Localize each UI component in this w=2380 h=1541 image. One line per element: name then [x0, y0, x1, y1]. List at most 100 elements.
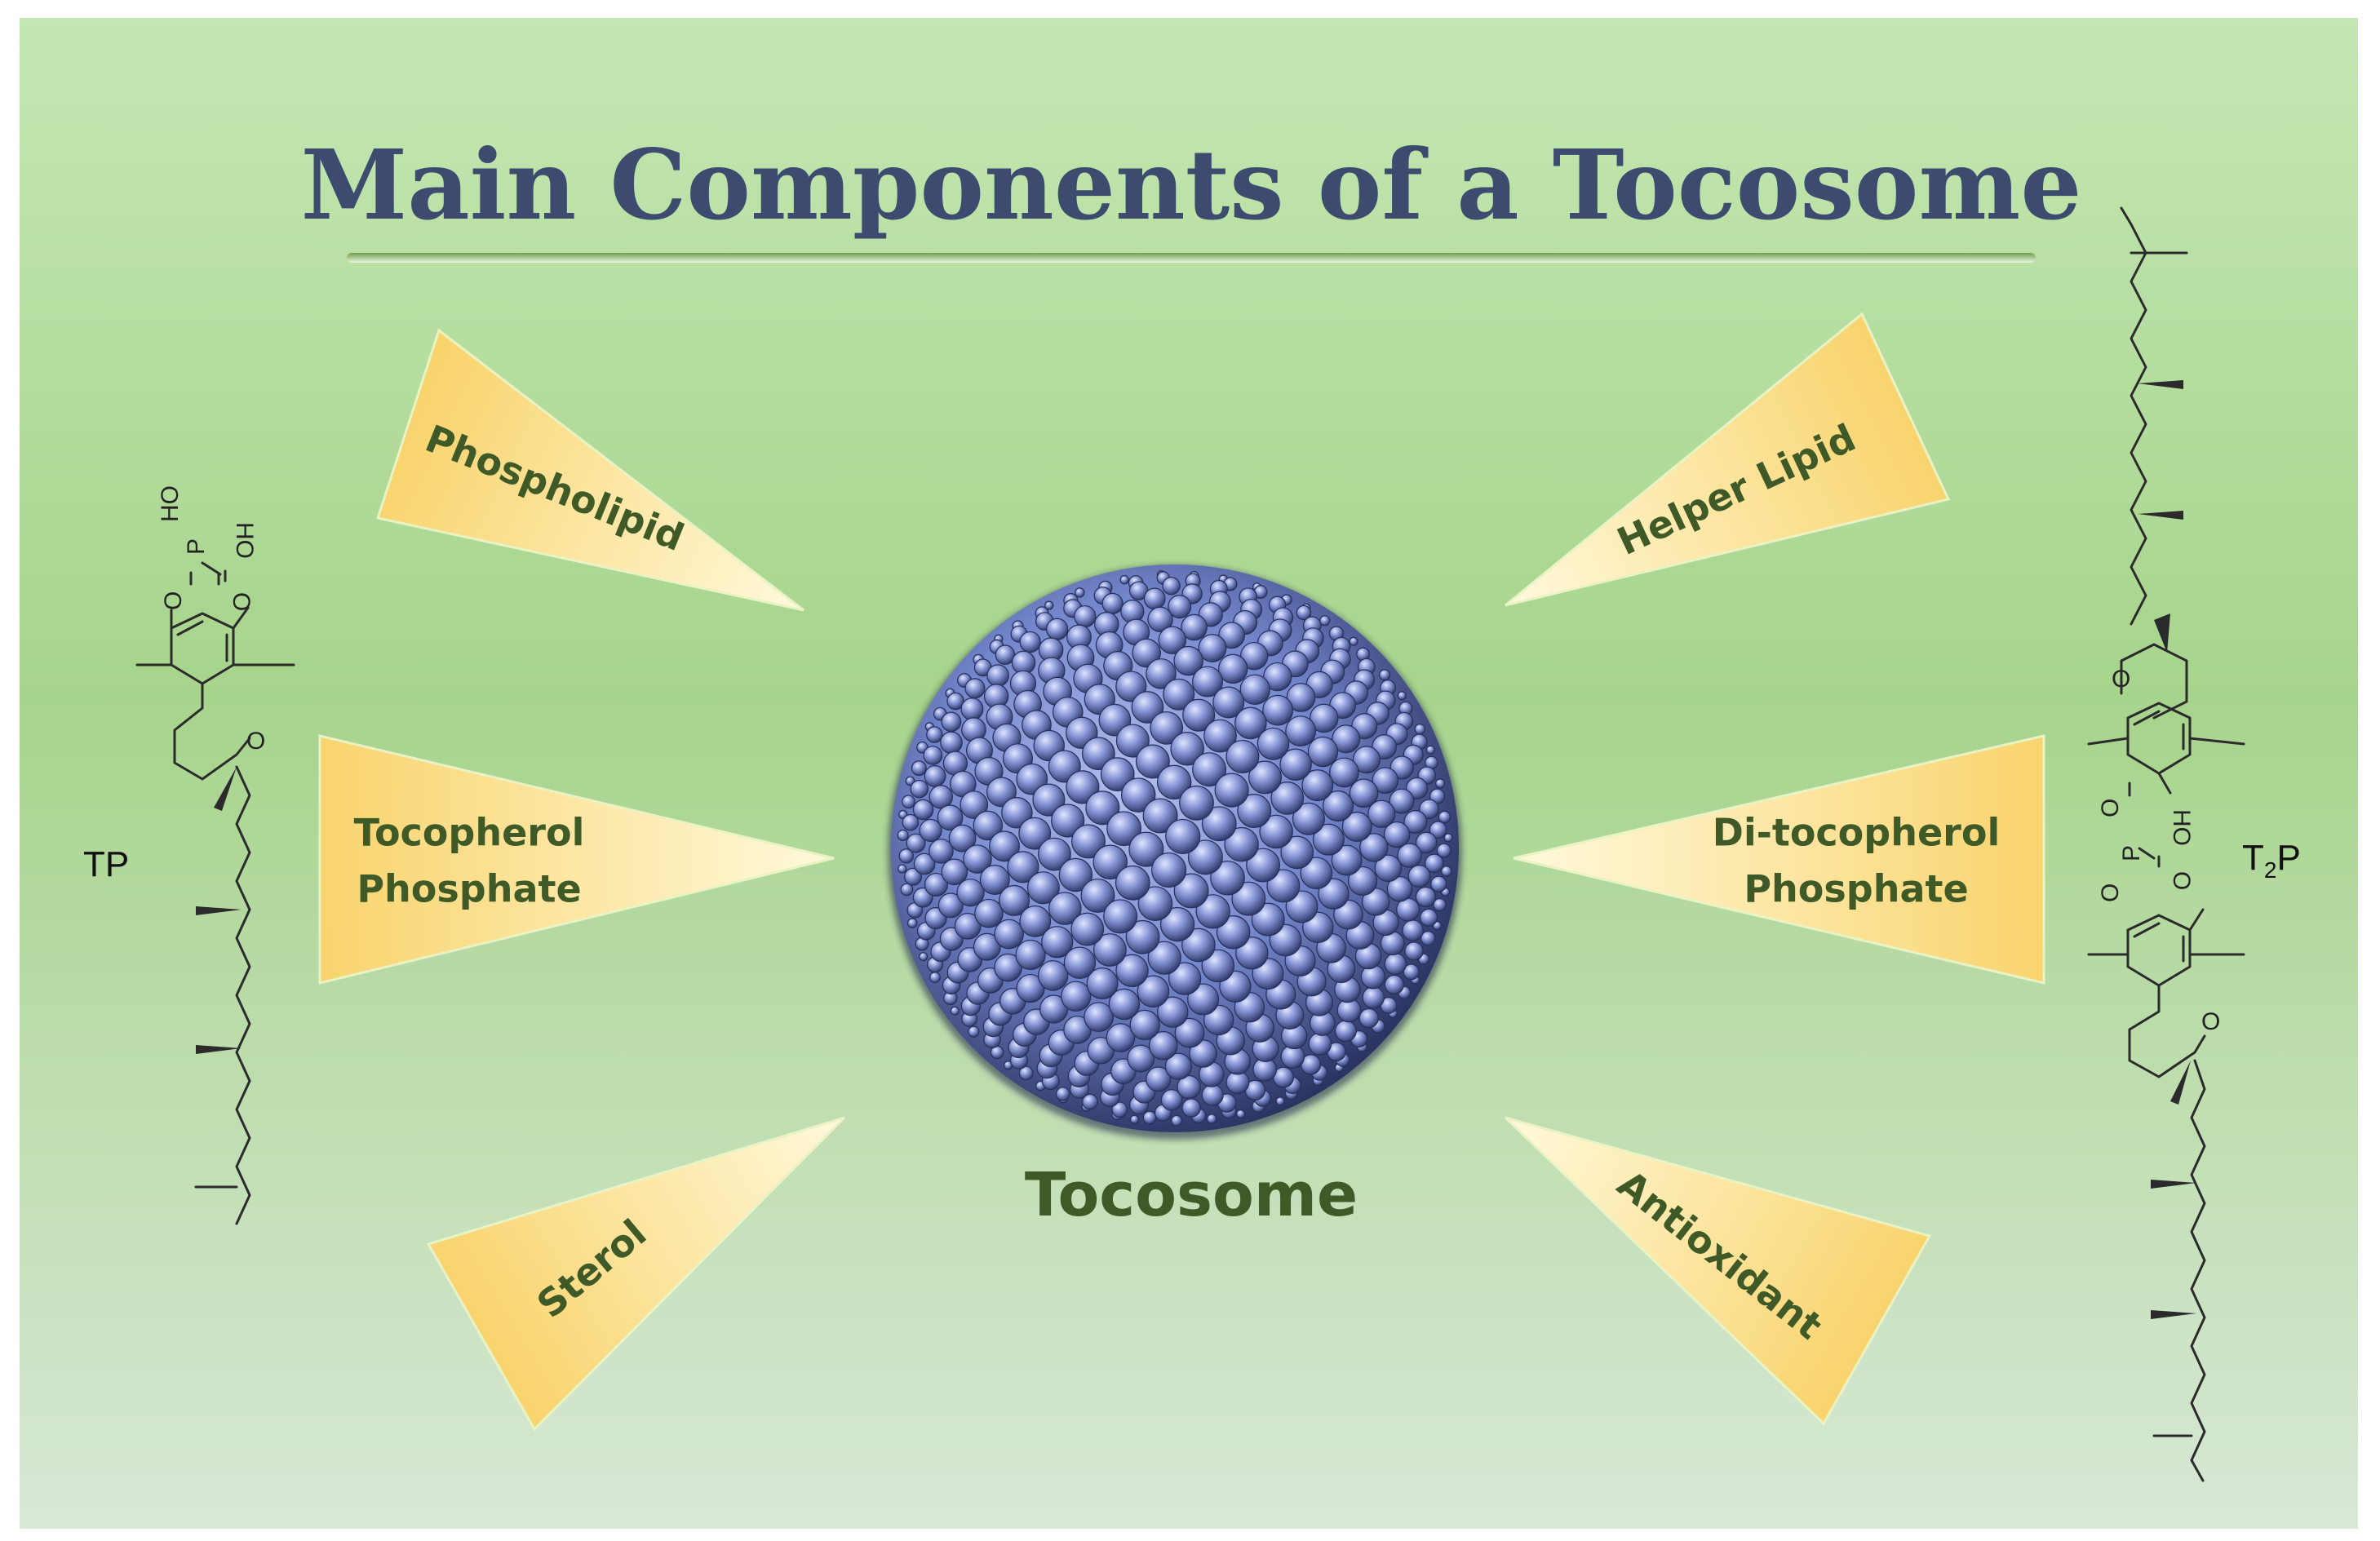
sphere-bead	[1240, 641, 1269, 671]
sphere-bead	[1433, 897, 1447, 912]
sphere-bead	[1019, 631, 1041, 653]
sphere-bead	[1300, 857, 1333, 890]
sphere-bead	[1037, 960, 1069, 991]
sphere-bead	[1420, 908, 1438, 927]
sphere-bead	[937, 892, 964, 919]
sphere-bead	[1403, 963, 1420, 981]
sphere-bead	[1214, 773, 1249, 808]
sphere-bead	[1216, 915, 1251, 950]
sphere-bead	[1275, 1096, 1285, 1106]
sphere-bead	[1146, 1066, 1172, 1092]
sphere-bead	[937, 804, 964, 831]
t2p-label: T2P	[2242, 838, 2301, 883]
sphere-bead	[941, 858, 968, 886]
sphere-bead	[898, 848, 914, 864]
sphere-bead	[1092, 844, 1128, 880]
sphere-bead	[1224, 826, 1259, 862]
sphere-bead	[1106, 811, 1141, 847]
sphere-bead	[1329, 757, 1359, 788]
sphere-bead	[1397, 691, 1407, 701]
sphere-bead	[1210, 860, 1245, 896]
sphere-bead	[1225, 739, 1260, 774]
sphere-bead	[1179, 785, 1214, 821]
sphere-bead	[1415, 886, 1437, 908]
wedge-di-tocopherol-phosphate	[1513, 734, 2045, 985]
sphere-bead	[1056, 1087, 1070, 1101]
sphere-bead	[1170, 732, 1204, 766]
sphere-bead	[919, 818, 942, 843]
sphere-bead	[1165, 818, 1201, 855]
sphere-bead	[1032, 783, 1066, 817]
sphere-bead	[1026, 871, 1060, 905]
sphere-bead	[1151, 852, 1187, 888]
atom-hydroxyl-right: HO	[2168, 809, 2195, 846]
sphere-bead	[1132, 638, 1161, 668]
sphere-bead	[1131, 691, 1164, 724]
sphere-bead	[1174, 1017, 1205, 1048]
sphere-bead	[1189, 1039, 1217, 1068]
sphere-bead	[1156, 764, 1192, 800]
sphere-bead	[1407, 865, 1431, 888]
sphere-bead	[1212, 686, 1245, 719]
sphere-bead	[1181, 928, 1216, 963]
wedge-antioxidant	[1504, 1116, 1932, 1426]
sphere-bead	[1266, 869, 1301, 903]
sphere-bead	[1001, 797, 1033, 829]
sphere-bead	[1286, 683, 1316, 712]
sphere-bead	[1397, 843, 1422, 868]
sphere-bead	[964, 678, 986, 699]
sphere-bead	[1436, 843, 1451, 858]
sphere-bead	[1419, 799, 1439, 820]
sphere-bead	[1352, 746, 1381, 774]
sphere-bead	[1164, 1052, 1192, 1080]
sphere-bead	[999, 884, 1030, 916]
sphere-bead	[1016, 973, 1045, 1003]
sphere-bead	[1075, 587, 1085, 598]
sphere-bead	[1367, 799, 1396, 828]
sphere-bead	[1127, 1044, 1155, 1073]
sphere-bead	[1372, 767, 1399, 794]
sphere-bead	[994, 953, 1022, 982]
sphere-bead	[1115, 954, 1149, 988]
sphere-bead	[960, 790, 989, 819]
sphere-bead	[913, 852, 936, 875]
sphere-bead	[1246, 848, 1281, 883]
sphere-bead	[1429, 821, 1447, 839]
sphere-bead	[989, 830, 1020, 862]
sphere-bead	[902, 813, 920, 831]
sphere-bead	[1041, 926, 1074, 959]
sphere-bead	[946, 692, 964, 711]
sphere-bead	[1146, 658, 1177, 689]
sphere-bead	[1108, 988, 1141, 1021]
sphere-bead	[1309, 703, 1339, 733]
sphere-bead	[1441, 866, 1452, 877]
sphere-bead	[1080, 878, 1115, 913]
sphere-bead	[1137, 975, 1170, 1008]
sphere-bead	[1362, 986, 1385, 1009]
sphere-bead	[1420, 931, 1436, 946]
sphere-bead	[1173, 873, 1209, 909]
sphere-bead	[1015, 939, 1046, 971]
sphere-bead	[1147, 941, 1181, 975]
sphere-bead	[1160, 1089, 1183, 1111]
sphere-bead	[948, 824, 977, 852]
sphere-bead	[1085, 790, 1120, 826]
atom-oxygen-ester: O	[160, 591, 187, 610]
sphere-bead	[926, 726, 943, 743]
sphere-bead	[1285, 715, 1317, 747]
sphere-bead	[1129, 1114, 1140, 1124]
sphere-bead	[900, 883, 914, 897]
sphere-bead	[1192, 666, 1224, 697]
sphere-bead	[1378, 669, 1391, 681]
sphere-bead	[1332, 724, 1361, 754]
tocosome-label: Tocosome	[1025, 1160, 1358, 1230]
sphere-bead	[924, 765, 946, 787]
sphere-bead	[1128, 831, 1164, 867]
sphere-bead	[1142, 798, 1178, 834]
sphere-bead	[941, 711, 962, 733]
sphere-bead	[1414, 724, 1426, 735]
sphere-bead	[1187, 983, 1220, 1016]
sphere-bead	[1361, 888, 1390, 916]
atom-phosphorus-right: P	[2118, 845, 2145, 861]
atom-oxygen-right-c: O	[2097, 883, 2124, 902]
